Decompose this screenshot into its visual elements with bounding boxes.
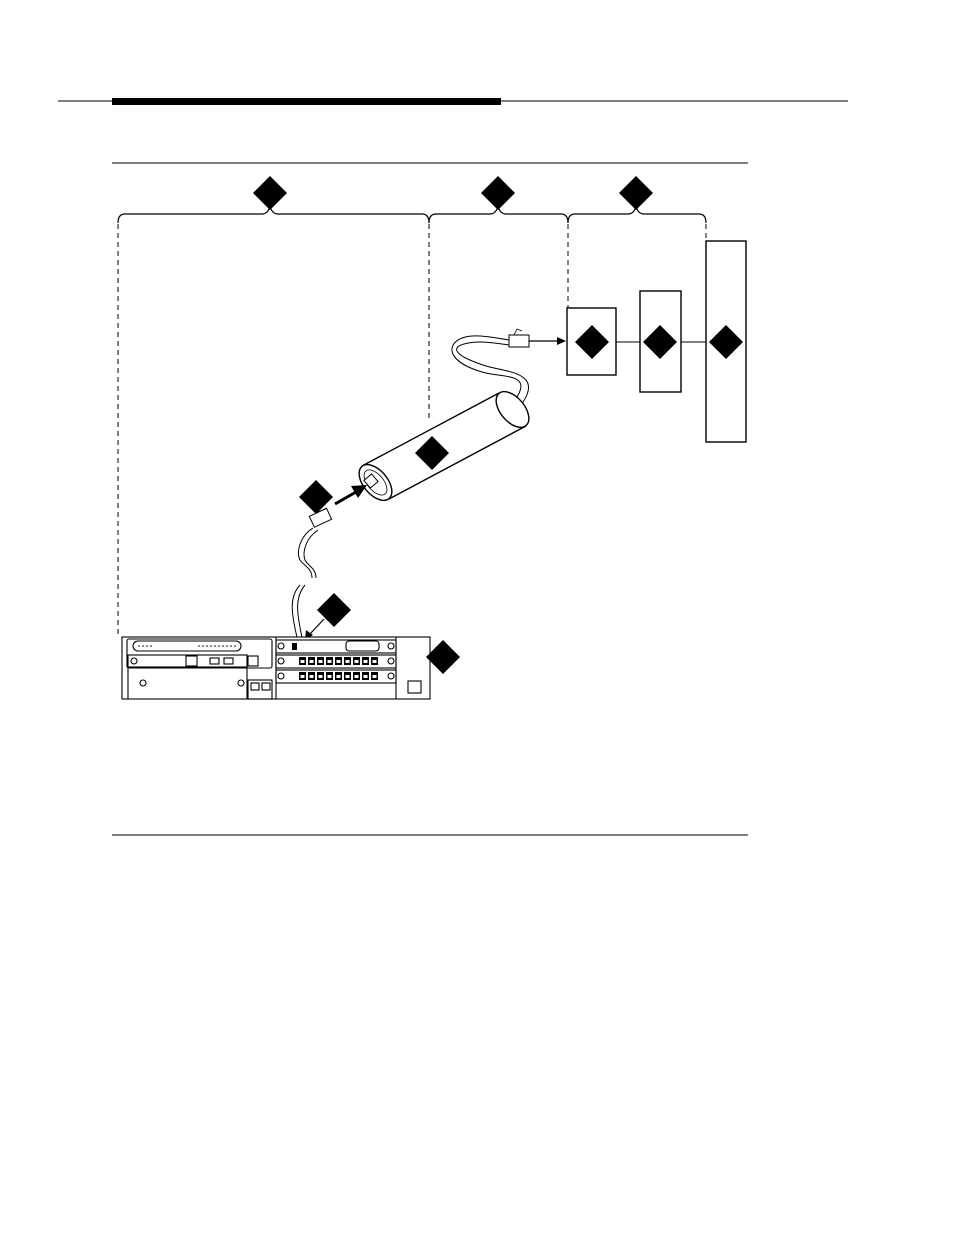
wall-plug-latch [514, 329, 522, 335]
network-box-1 [567, 308, 616, 375]
patch-cord-arrow [335, 492, 356, 504]
patch-cord-wire [292, 528, 318, 642]
cylindrical-adapter [353, 386, 535, 507]
patch-cord-marker [299, 480, 333, 514]
network-box-3 [706, 241, 746, 442]
section-2-diamond-marker [481, 176, 515, 210]
patch-cord-plug [309, 508, 331, 527]
network-box-2 [640, 291, 681, 392]
patch-cord-arrowhead [351, 485, 367, 498]
wall-plug-arrowhead [557, 337, 566, 345]
section-boundary-lines [118, 224, 706, 636]
control-unit-diamond-marker [426, 640, 460, 674]
control-unit [122, 637, 430, 699]
section-3-diamond-marker [619, 176, 653, 210]
section-1-diamond-marker [253, 176, 287, 210]
wall-plug-connector [509, 335, 529, 347]
connector-arrow [310, 619, 324, 634]
section-brace-1 [118, 206, 429, 223]
